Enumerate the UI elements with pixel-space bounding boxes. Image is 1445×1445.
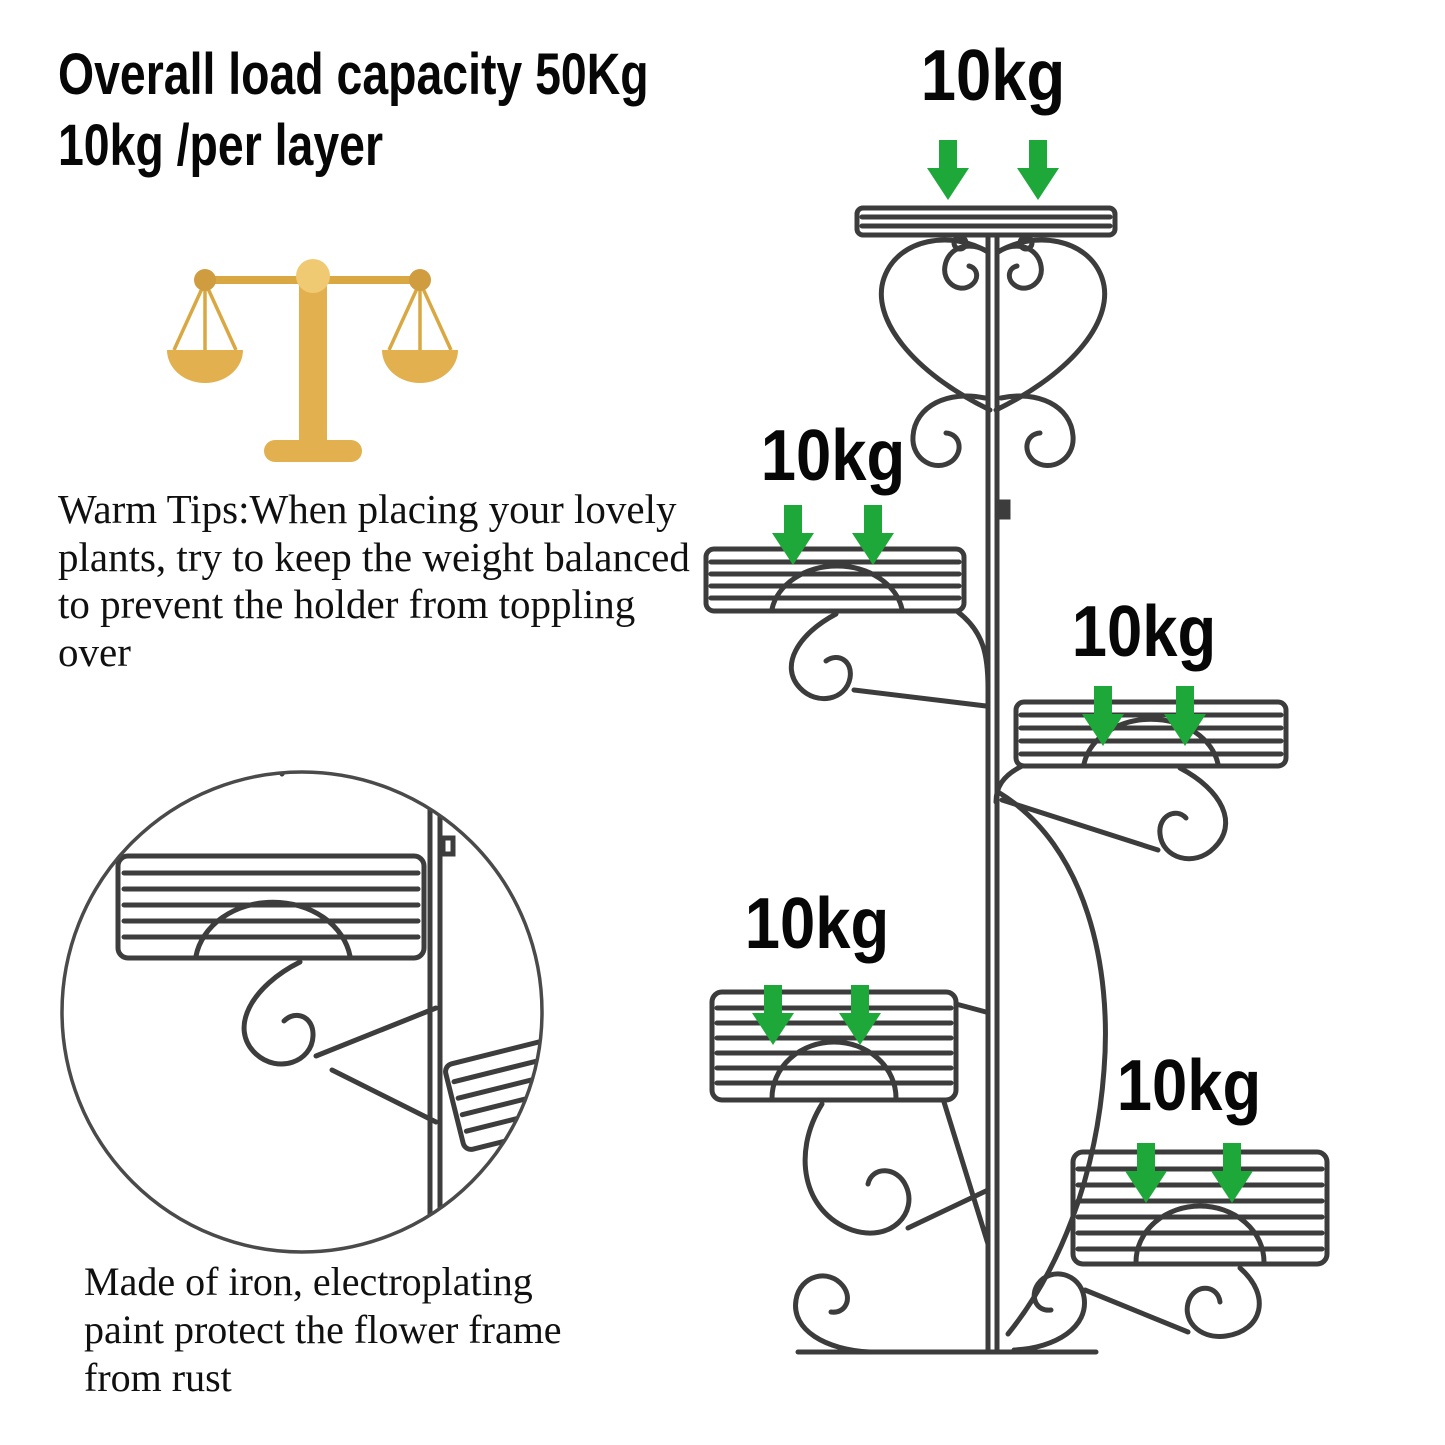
down-arrow-icon — [927, 140, 969, 200]
down-arrow-icon — [772, 505, 814, 565]
shelf-4 — [709, 989, 991, 1247]
stand-base — [793, 1271, 1099, 1355]
shelf-5 — [1070, 1149, 1330, 1339]
load-label-third-shelf: 10kg — [1071, 592, 1217, 672]
load-label-fifth-shelf: 10kg — [1116, 1046, 1262, 1126]
warm-tips-text: Warm Tips:When placing your lovely plant… — [58, 486, 690, 675]
title-line2: 10kg /per layer — [58, 112, 384, 178]
heart-scroll — [878, 237, 1108, 468]
detail-zoom-circle — [60, 770, 544, 1254]
shelf-3 — [993, 699, 1289, 1337]
shelf-2 — [703, 546, 991, 709]
load-label-second-shelf: 10kg — [760, 416, 906, 496]
balance-scale-icon — [167, 259, 458, 462]
material-note: Made of iron, electroplating paint prote… — [84, 1259, 562, 1400]
down-arrow-icon — [1017, 140, 1059, 200]
plant-stand-illustration — [703, 205, 1330, 1355]
load-label-top: 10kg — [920, 36, 1066, 116]
down-arrow-icon — [852, 505, 894, 565]
down-arrow-icon — [1082, 686, 1124, 746]
zoom-circle-outline — [60, 770, 544, 1254]
title-line1: Overall load capacity 50Kg — [58, 42, 649, 107]
load-label-fourth-shelf: 10kg — [744, 884, 890, 964]
load-capacity-title: Overall load capacity 50Kg 10kg /per lay… — [58, 40, 649, 182]
